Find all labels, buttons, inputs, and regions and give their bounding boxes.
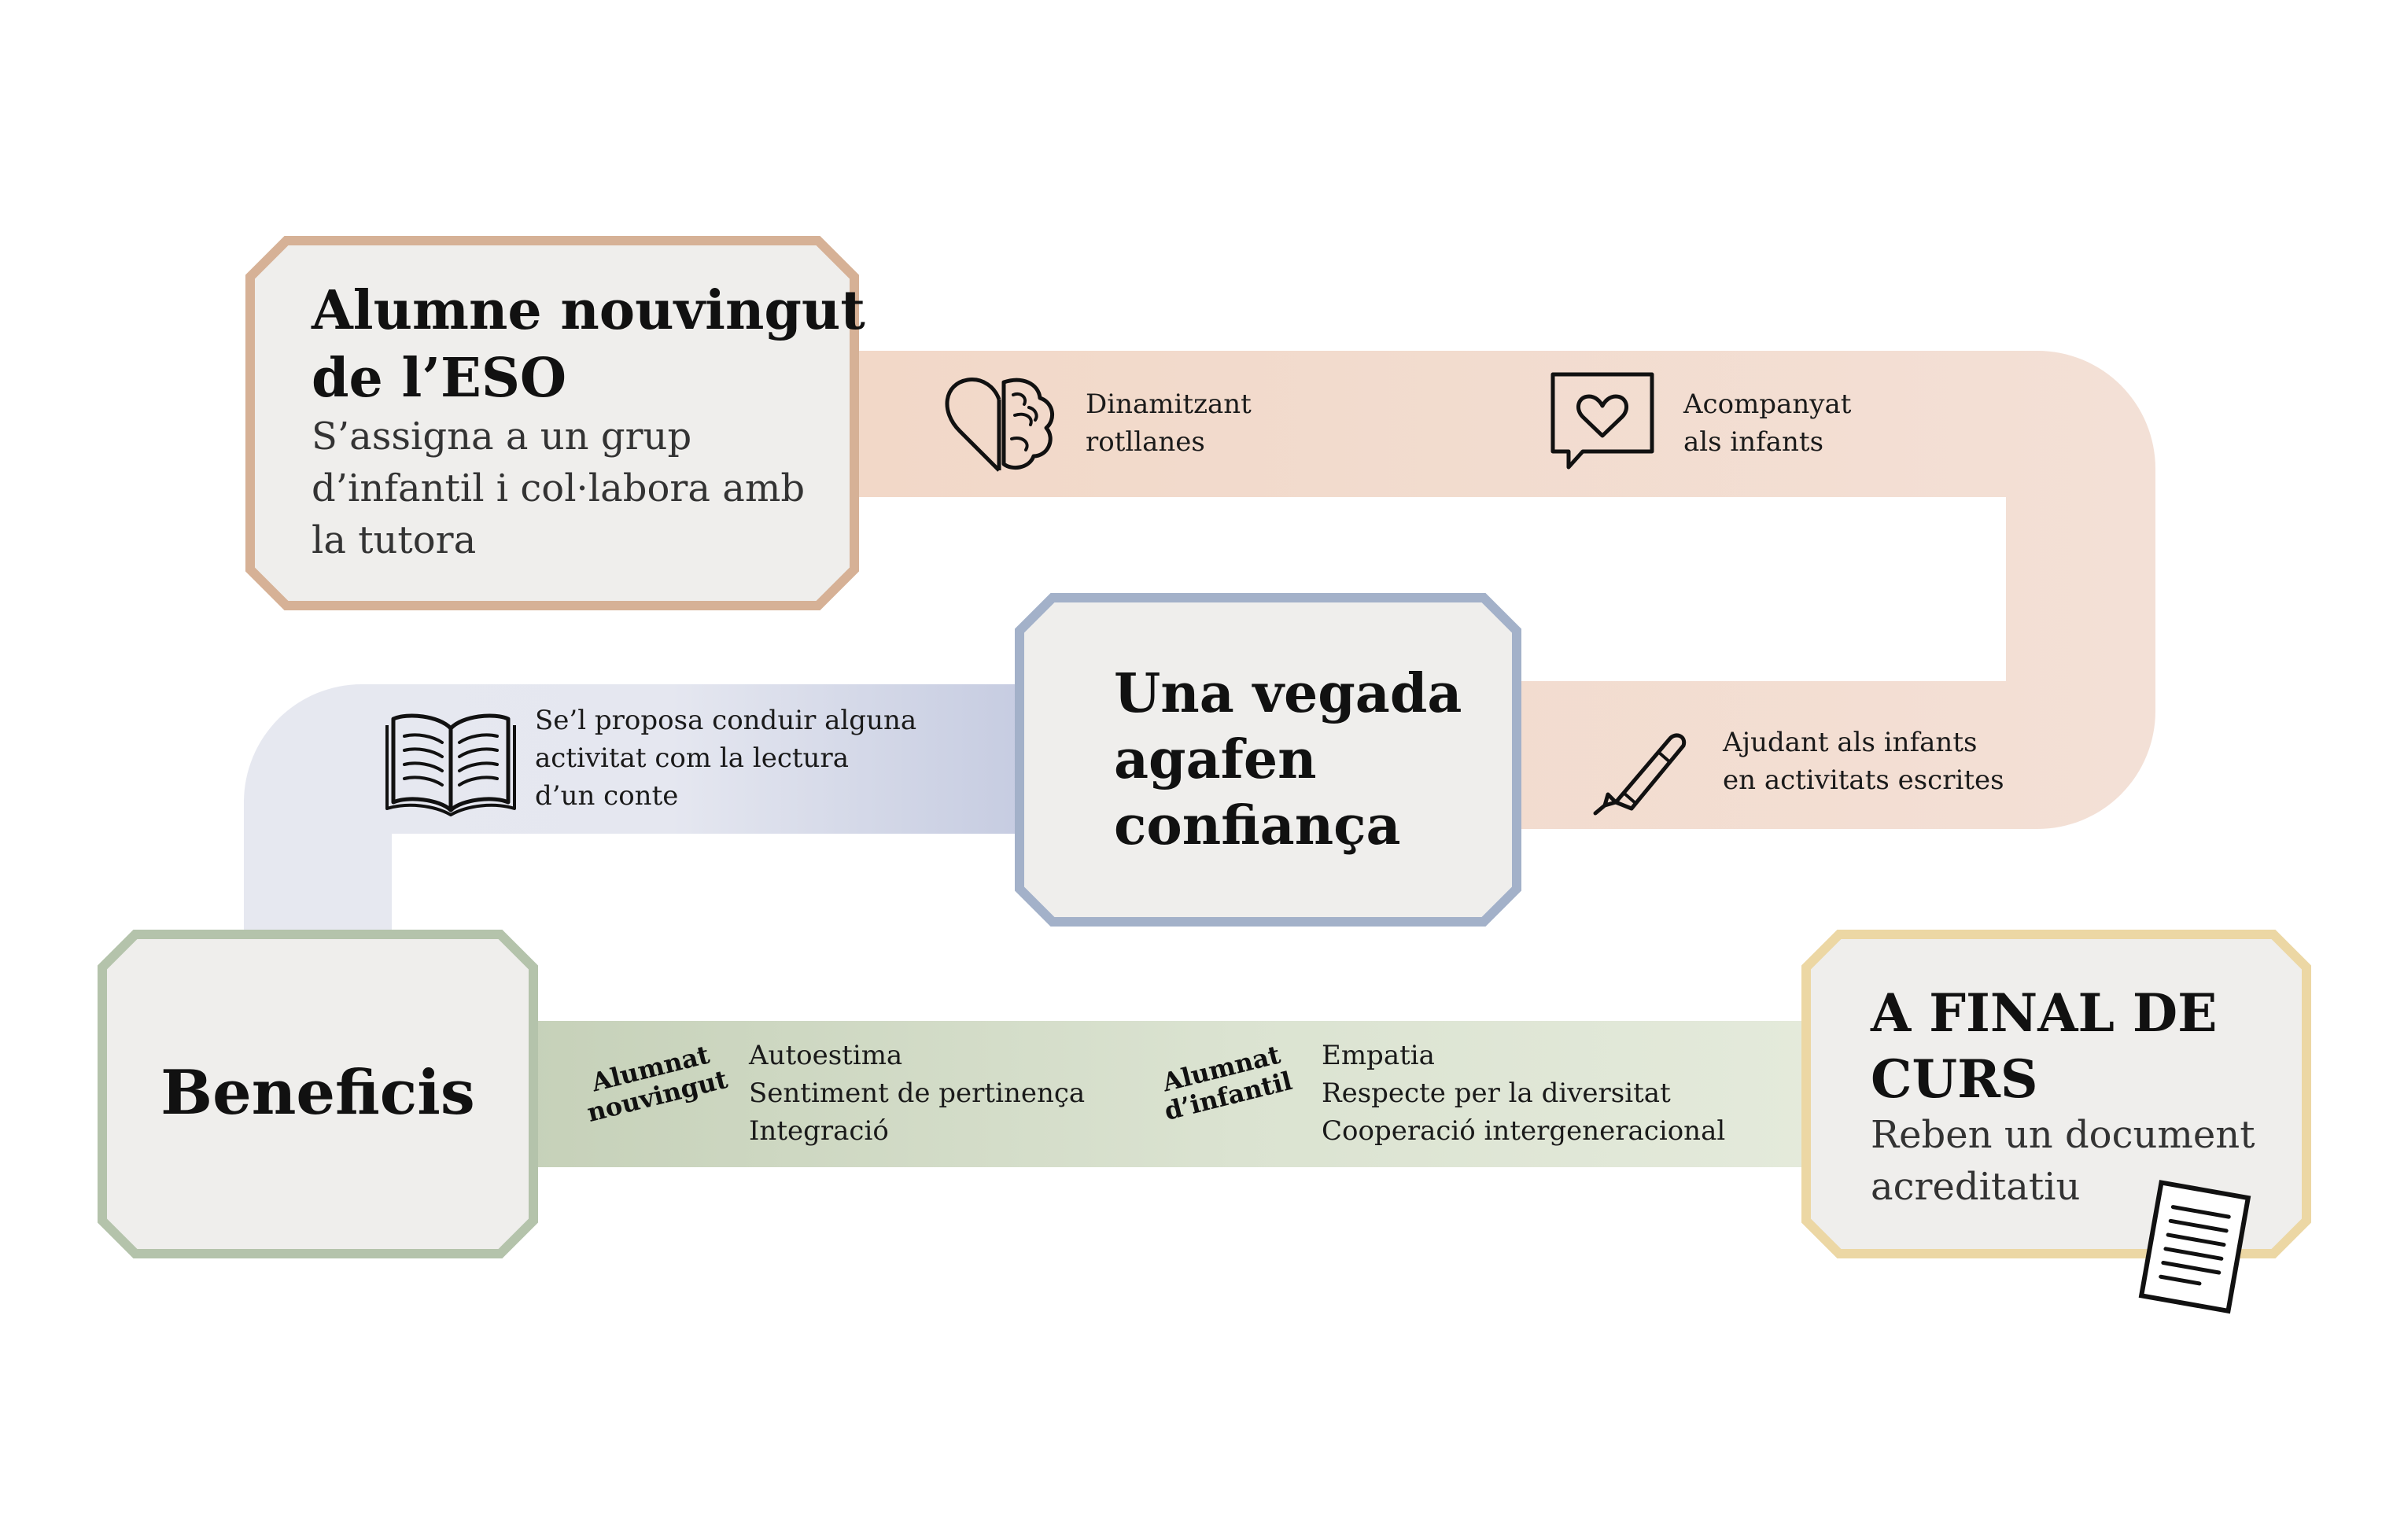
activity-lectura-line1: Se’l proposa conduir alguna <box>535 705 917 736</box>
start-sub-line2: d’infantil i col·labora amb <box>312 466 806 510</box>
activity-lectura-line3: d’un conte <box>535 780 679 812</box>
band-bottom <box>527 1021 1817 1167</box>
benefits-box-frame <box>98 930 538 1258</box>
band-top <box>854 351 2155 829</box>
activity-dinamitzant-line2: rotllanes <box>1086 426 1205 458</box>
activity-acompanyat-line2: als infants <box>1683 426 1824 458</box>
benefit-item: Sentiment de pertinença <box>749 1078 1086 1109</box>
activity-ajudant-line2: en activitats escrites <box>1723 764 2004 796</box>
document-icon <box>2138 1180 2251 1314</box>
middle-title-line2: agafen <box>1114 728 1317 791</box>
speech-heart-icon <box>1550 372 1654 470</box>
start-box-frame <box>245 236 859 610</box>
benefit-item: Cooperació intergeneracional <box>1322 1115 1726 1147</box>
benefit-item: Respecte per la diversitat <box>1322 1078 1671 1109</box>
activity-ajudant: Ajudant als infants en activitats escrit… <box>1723 724 2004 799</box>
start-box: Alumne nouvingut de l’ESO S’assigna a un… <box>245 236 865 610</box>
benefits-infantil-list: Empatia Respecte per la diversitat Coope… <box>1322 1037 1725 1150</box>
activity-lectura-line2: activitat com la lectura <box>535 742 849 774</box>
benefits-box: Beneficis <box>98 930 538 1258</box>
activity-lectura: Se’l proposa conduir alguna activitat co… <box>535 702 916 815</box>
activity-ajudant-line1: Ajudant als infants <box>1723 727 1978 758</box>
middle-box-frame <box>1015 593 1521 927</box>
end-box-frame <box>1801 930 2311 1258</box>
middle-title-line1: Una vegada <box>1114 662 1462 725</box>
benefits-nouvingut-list: Autoestima Sentiment de pertinença Integ… <box>749 1037 1085 1150</box>
activity-acompanyat-line1: Acompanyat <box>1683 389 1852 420</box>
start-title-line1: Alumne nouvingut <box>312 279 865 342</box>
band-middle <box>244 684 1023 932</box>
open-book-icon <box>385 713 516 816</box>
end-box: A FINAL DE CURS Reben un document acredi… <box>1801 930 2311 1258</box>
end-title-line1: A FINAL DE <box>1871 982 2218 1044</box>
start-title-line2: de l’ESO <box>312 347 567 410</box>
benefit-item: Integració <box>749 1115 889 1147</box>
activity-dinamitzant-line1: Dinamitzant <box>1086 389 1252 420</box>
benefit-item: Empatia <box>1322 1040 1435 1071</box>
heart-brain-icon <box>945 378 1054 472</box>
benefits-title: Beneficis <box>160 1057 475 1129</box>
marker-pen-icon <box>1593 733 1687 816</box>
end-sub-line1: Reben un document <box>1871 1113 2255 1157</box>
middle-box: Una vegada agafen confiança <box>1015 593 1521 927</box>
end-sub-line2: acreditatiu <box>1871 1165 2081 1209</box>
end-title-line2: CURS <box>1871 1048 2038 1110</box>
activity-dinamitzant: Dinamitzant rotllanes <box>1086 385 1252 461</box>
start-sub-line1: S’assigna a un grup <box>312 414 692 459</box>
start-sub-line3: la tutora <box>312 518 477 562</box>
benefit-item: Autoestima <box>749 1040 903 1071</box>
activity-acompanyat: Acompanyat als infants <box>1683 385 1851 461</box>
middle-title-line3: confiança <box>1114 794 1401 857</box>
